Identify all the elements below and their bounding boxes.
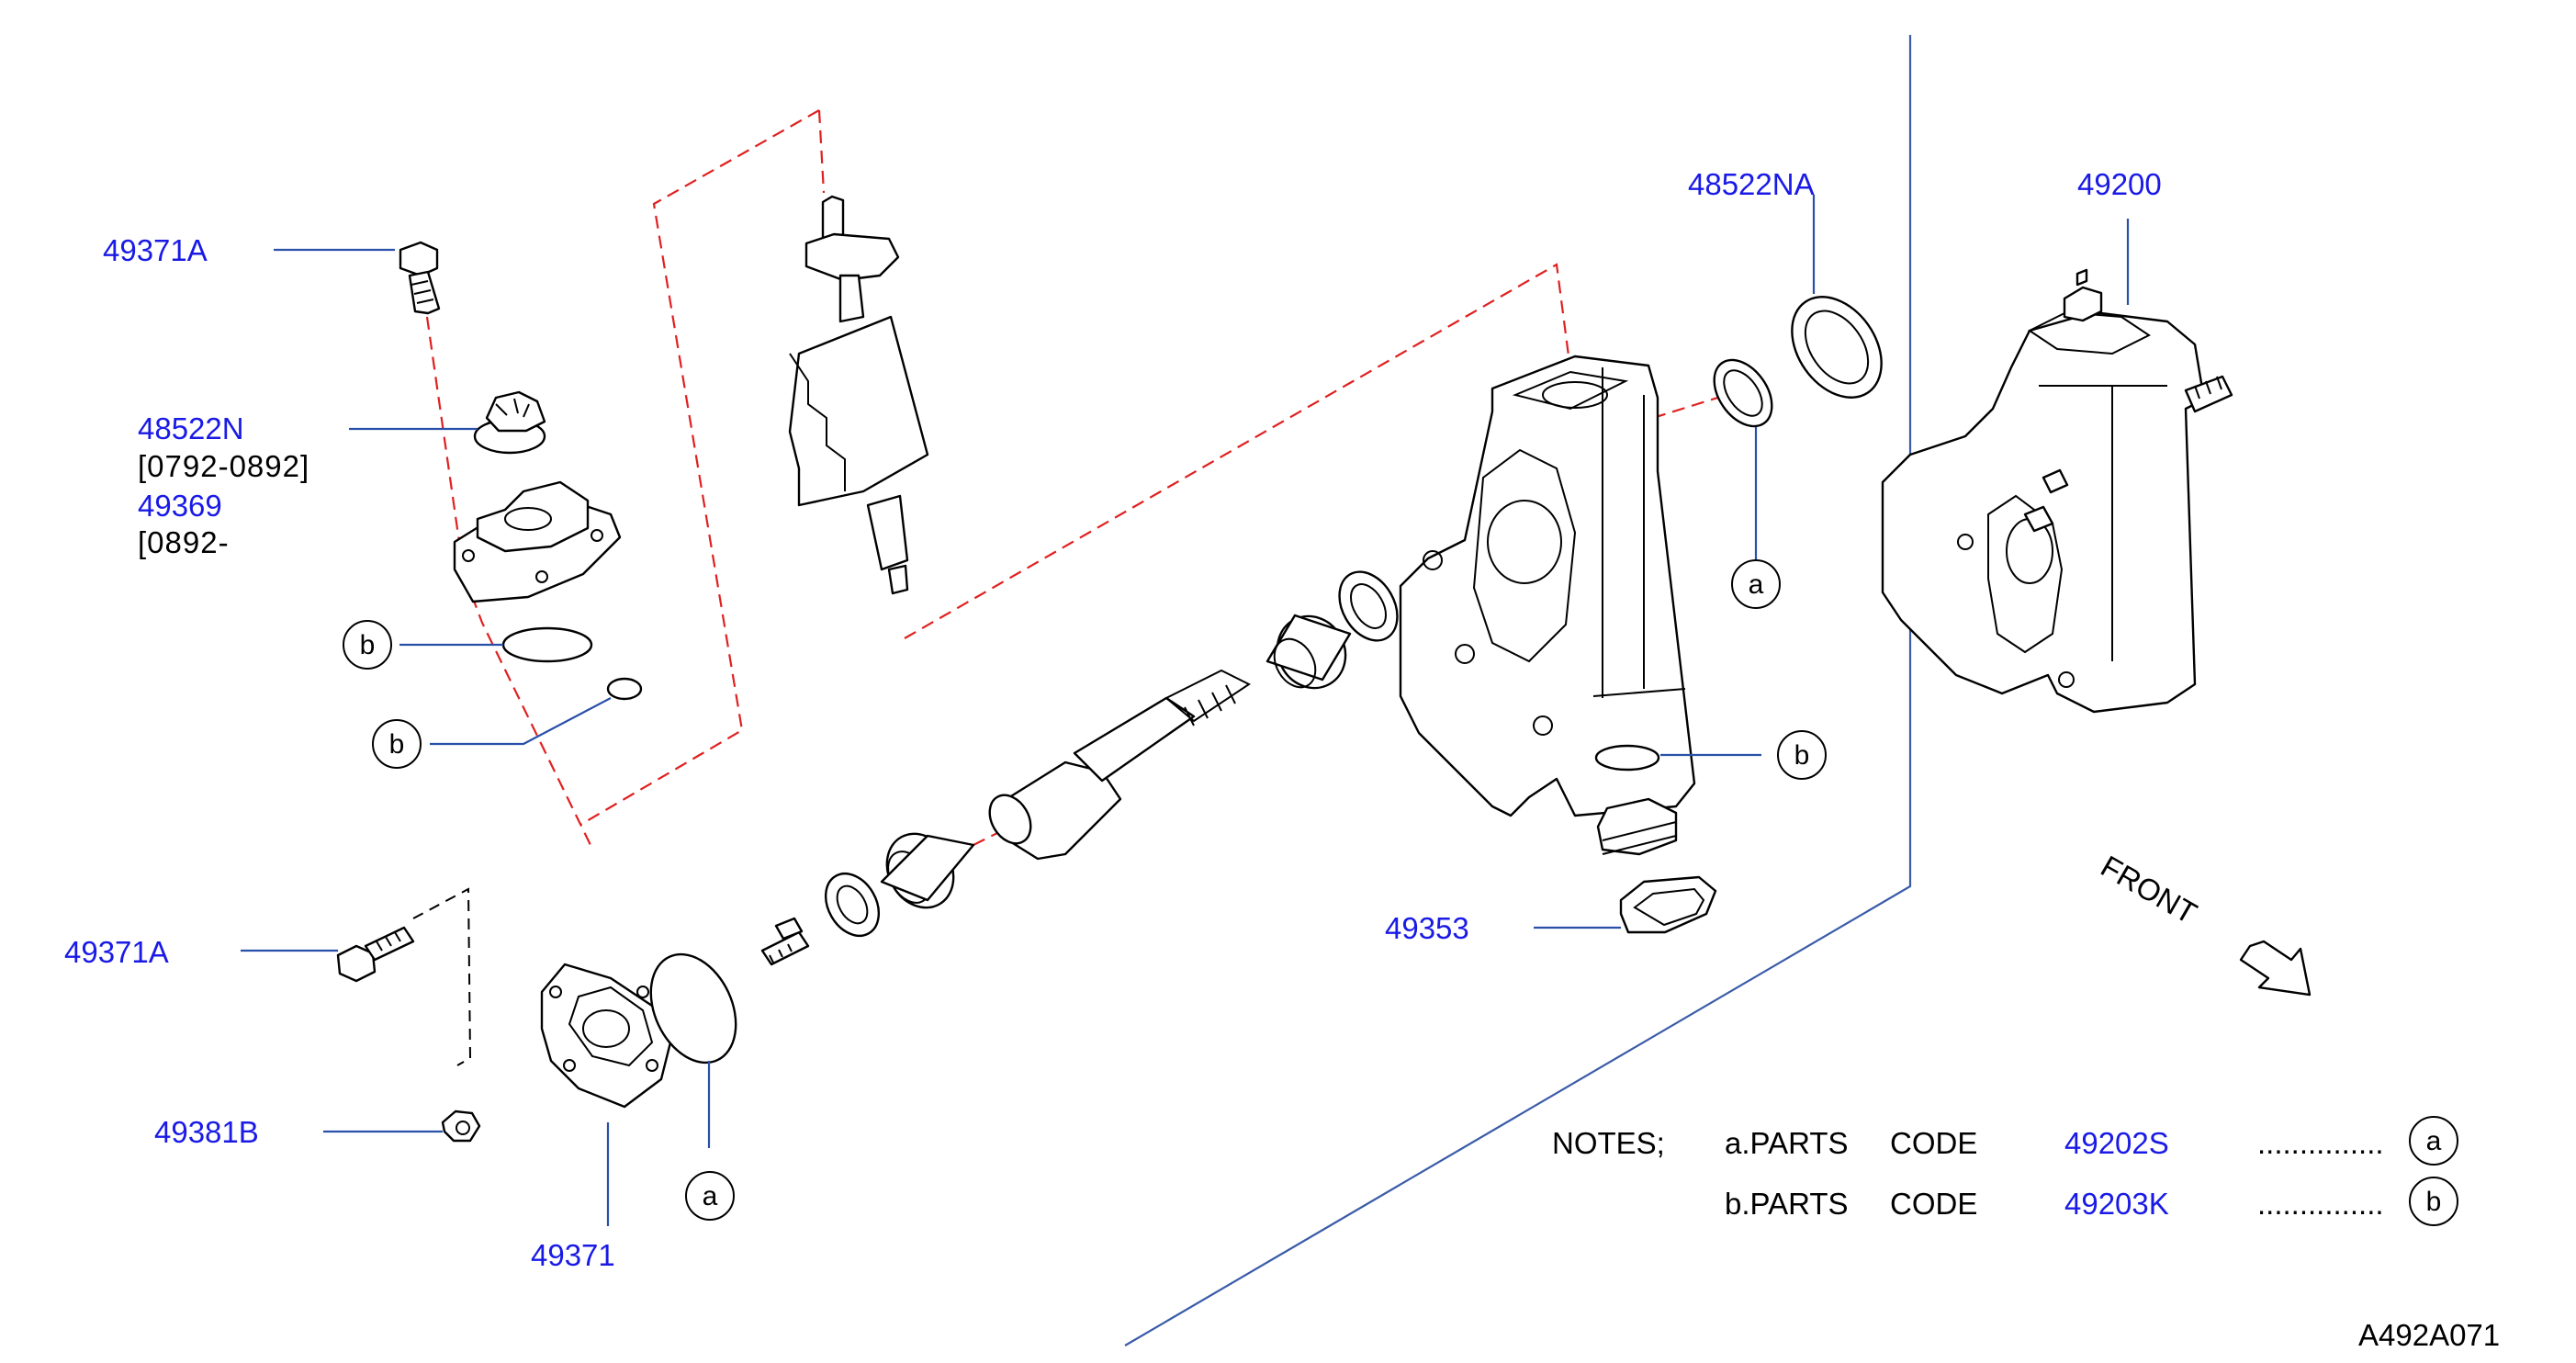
note-a-dots: ............... [2257,1126,2384,1160]
bolt-path-line [412,887,472,1066]
label-48522NA[interactable]: 48522NA [1688,167,1815,201]
note-b-code-word: CODE [1890,1187,1977,1221]
label-49371A-top[interactable]: 49371A [103,233,208,267]
bolt-49371A-bottom [336,926,415,983]
note-b-dots: ............... [2257,1187,2384,1221]
label-49381B[interactable]: 49381B [154,1115,259,1149]
svg-text:b: b [2426,1187,2442,1217]
label-48522N[interactable]: 48522N [138,411,244,445]
notes-block: NOTES; a.PARTS CODE 49202S .............… [1552,1116,2458,1226]
label-49369[interactable]: 49369 [138,489,222,523]
note-a-code[interactable]: 49202S [2064,1126,2169,1160]
label-49353[interactable]: 49353 [1385,911,1469,945]
seal-a-top [1713,358,1773,428]
marker-a-1: a [1731,559,1781,609]
front-direction-arrow [2239,940,2312,997]
svg-text:b: b [1794,740,1810,771]
valve-cover-49369 [453,480,622,603]
notes-heading: NOTES; [1552,1126,1665,1160]
o-ring-b-right [1594,744,1660,772]
lower-bearing [880,832,975,909]
note-a-code-word: CODE [1890,1126,1977,1160]
svg-text:a: a [1749,569,1764,600]
front-label: FRONT [2096,849,2203,930]
nut-49381B [441,1110,481,1143]
o-ring-b-small [606,677,643,701]
marker-a-2: a [685,1171,735,1221]
svg-text:b: b [360,630,376,660]
steering-gear-assembly-49200 [1881,268,2233,714]
gear-housing [1399,355,1696,817]
note-b-prefix: b.PARTS [1725,1187,1849,1221]
note-a-marker [2409,1116,2458,1166]
label-49371A-bottom[interactable]: 49371A [64,935,169,969]
marker-b-1: b [343,620,392,670]
adjusting-screw [760,917,810,966]
label-49200[interactable]: 49200 [2077,167,2162,201]
o-ring-b-large [501,626,593,663]
note-a-prefix: a.PARTS [1725,1126,1849,1160]
svg-text:b: b [389,729,405,760]
adjuster-49353 [1596,797,1717,934]
svg-text:a: a [2426,1126,2442,1156]
lower-seal [824,873,881,937]
side-cover-49371 [540,963,672,1109]
bearing-sleeve [1266,614,1352,690]
gasket-a [649,952,737,1064]
note-b-marker [2409,1177,2458,1226]
seal-48522NA [1791,296,1883,399]
divider-rule [1124,35,1912,1346]
label-49371[interactable]: 49371 [531,1238,615,1272]
label-48522N-range: [0792-0892] [138,449,309,483]
seal-a-mid [1338,570,1399,642]
label-49369-range: [0892- [138,525,230,559]
svg-text:a: a [703,1181,718,1211]
diagram-id: A492A071 [2358,1318,2500,1352]
leader-lines [241,195,2130,1226]
bolt-49371A-top [399,241,441,315]
seal-48522N [473,390,546,455]
sector-shaft [988,669,1251,861]
marker-b-2: b [372,719,422,769]
marker-b-3: b [1777,730,1827,780]
note-b-code[interactable]: 49203K [2064,1187,2169,1221]
valve-assembly [788,195,929,595]
